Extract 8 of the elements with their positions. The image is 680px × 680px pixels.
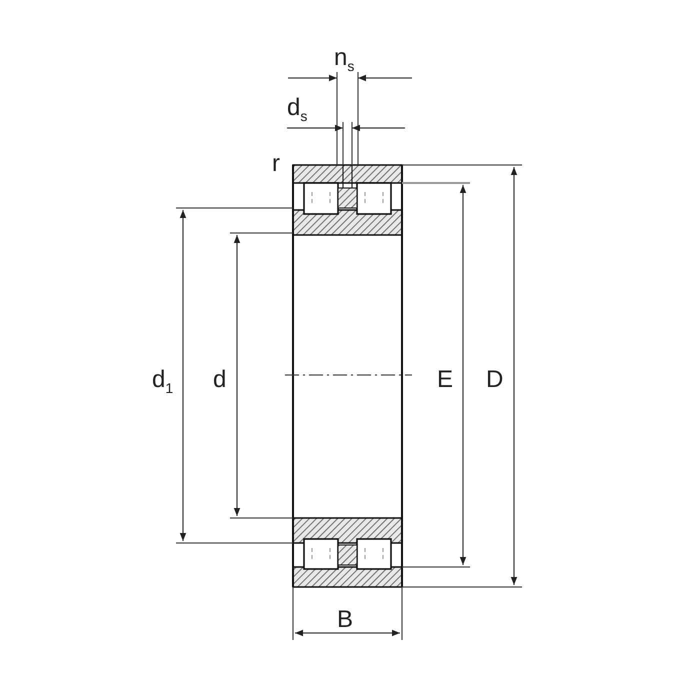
- dimension-label: r: [272, 152, 280, 176]
- dimension-label: E: [437, 368, 454, 392]
- dimension-label: D: [486, 368, 504, 392]
- dimension-label: d$_{s}$: [287, 96, 308, 123]
- dimension-label: d$_{1}$: [152, 368, 174, 395]
- dimension-label: B: [337, 608, 354, 632]
- dimension-label: d: [213, 368, 226, 392]
- dimension-label: n$_{s}$: [334, 46, 354, 73]
